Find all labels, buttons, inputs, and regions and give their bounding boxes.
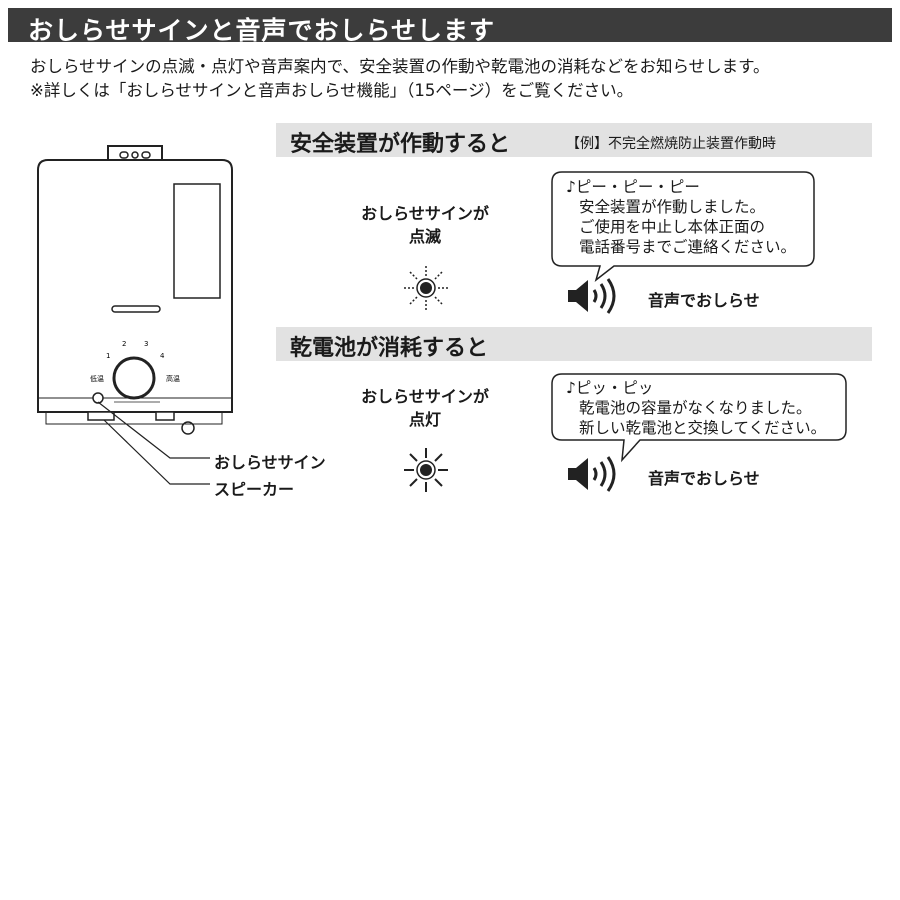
- battery-sign-line-1: おしらせサインが: [361, 387, 489, 406]
- sign-light: [92, 392, 104, 404]
- intro-line-1: おしらせサインの点滅・点灯や音声案内で、安全装置の作動や乾電池の消耗などをお知ら…: [30, 57, 770, 76]
- intro-text: おしらせサインの点滅・点灯や音声案内で、安全装置の作動や乾電池の消耗などをお知ら…: [30, 55, 770, 103]
- safety-message-line: 電話番号までご連絡ください。: [579, 238, 797, 256]
- safety-speech-bubble: [551, 171, 815, 283]
- dial-scale: 1 2 3 4 低温 高温: [90, 340, 180, 383]
- dial-label-high: 高温: [166, 374, 180, 383]
- battery-sign-line-2: 点灯: [408, 410, 441, 429]
- safety-sign-line-1: おしらせサインが: [361, 204, 489, 223]
- section-safety-heading: 安全装置が作動すると: [290, 132, 511, 157]
- intro-line-2: ※詳しくは「おしらせサインと音声おしらせ機能」（15ページ）をご覧ください。: [30, 81, 634, 100]
- dial-number: 4: [160, 352, 165, 360]
- safety-chime: ♪ピー・ピー・ピー: [566, 178, 700, 196]
- speaker-icon: [568, 278, 616, 314]
- dial-number: 2: [122, 340, 126, 348]
- dial-number: 1: [106, 352, 110, 360]
- dial-number: 3: [144, 340, 148, 348]
- section-battery-heading: 乾電池が消耗すると: [290, 336, 489, 361]
- water-heater-illustration: 1 2 3 4 低温 高温: [37, 145, 233, 485]
- callout-sign-label: おしらせサイン: [214, 453, 326, 472]
- callout-speaker-label: スピーカー: [214, 480, 295, 499]
- safety-voice-label: 音声でおしらせ: [648, 291, 760, 310]
- battery-message-line: 乾電池の容量がなくなりました。: [579, 399, 812, 417]
- safety-sign-label: おしらせサインが 点滅: [325, 202, 525, 248]
- speaker-icon: [568, 456, 616, 492]
- section-safety-header: 安全装置が作動すると 【例】不完全燃焼防止装置作動時: [276, 123, 872, 157]
- safety-message-line: ご使用を中止し本体正面の: [579, 218, 766, 236]
- safety-bubble-text: ♪ピー・ピー・ピー 安全装置が作動しました。 ご使用を中止し本体正面の 電話番号…: [566, 177, 796, 257]
- safety-sign-line-2: 点滅: [408, 227, 441, 246]
- battery-voice-label: 音声でおしらせ: [648, 469, 760, 488]
- battery-speech-bubble: [551, 373, 847, 463]
- section-battery-header: 乾電池が消耗すると: [276, 327, 872, 361]
- section-safety-example: 【例】不完全燃焼防止装置作動時: [566, 136, 776, 152]
- battery-chime: ♪ピッ・ピッ: [566, 379, 654, 397]
- battery-bubble-text: ♪ピッ・ピッ 乾電池の容量がなくなりました。 新しい乾電池と交換してください。: [566, 378, 826, 438]
- battery-sign-label: おしらせサインが 点灯: [325, 385, 525, 431]
- page-title: おしらせサインと音声でおしらせします: [28, 16, 496, 45]
- dial-label-low: 低温: [90, 374, 104, 383]
- page-title-bar: おしらせサインと音声でおしらせします: [8, 8, 892, 45]
- blinking-light-icon: [404, 266, 448, 310]
- steady-light-icon: [404, 448, 448, 492]
- safety-message-line: 安全装置が作動しました。: [579, 198, 766, 216]
- battery-message-line: 新しい乾電池と交換してください。: [579, 419, 827, 437]
